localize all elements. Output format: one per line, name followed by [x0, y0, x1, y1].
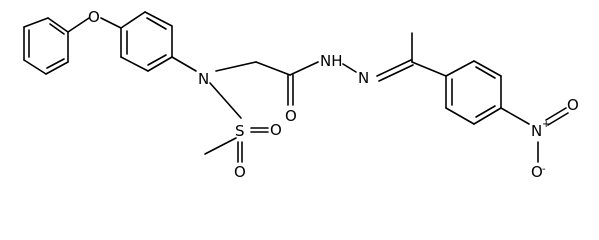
sulfur-label: S	[235, 122, 245, 140]
carbonyl-nh-bond	[289, 61, 319, 76]
aryl-n-bond	[171, 56, 197, 72]
hydrazone-double-bond	[376, 59, 412, 77]
sulfonyl-o1-label: O	[270, 121, 282, 139]
nitro-n-label: N	[531, 122, 542, 140]
ether-bonds	[67, 17, 122, 33]
ether-o-label: O	[88, 8, 100, 26]
hydrazide-nh-label: NH	[320, 52, 343, 70]
nh-n-bond	[342, 63, 357, 73]
sulfonyl-o2-label: O	[234, 163, 246, 181]
imine-aryl-bond	[411, 61, 447, 77]
n-s-bond	[209, 82, 242, 119]
carbonyl-o-label: O	[285, 107, 297, 125]
nitro-o-bottom-label: O	[531, 163, 543, 181]
nitro-o-charge: -	[542, 164, 546, 175]
s-methyl-bond	[204, 137, 237, 155]
nitrophenyl-ring	[445, 60, 502, 125]
hydrazone-n-label: N	[358, 69, 369, 87]
phenoxy-ring	[23, 17, 69, 75]
ch2-carbonyl-bond	[255, 61, 291, 76]
aryl-nitro-bond	[500, 107, 530, 125]
n-ch2-bond	[215, 61, 257, 72]
nitro-o-top-label: O	[567, 96, 579, 114]
nitro-o-double-bond	[545, 107, 567, 121]
phenylene-ring	[120, 11, 173, 72]
structure-svg: O N S O O O NH N N + O O -	[23, 8, 579, 181]
amine-n-label: N	[198, 70, 209, 88]
nitro-n-charge: +	[542, 119, 550, 130]
molecule-structure-diagram: O N S O O O NH N N + O O -	[23, 8, 579, 181]
